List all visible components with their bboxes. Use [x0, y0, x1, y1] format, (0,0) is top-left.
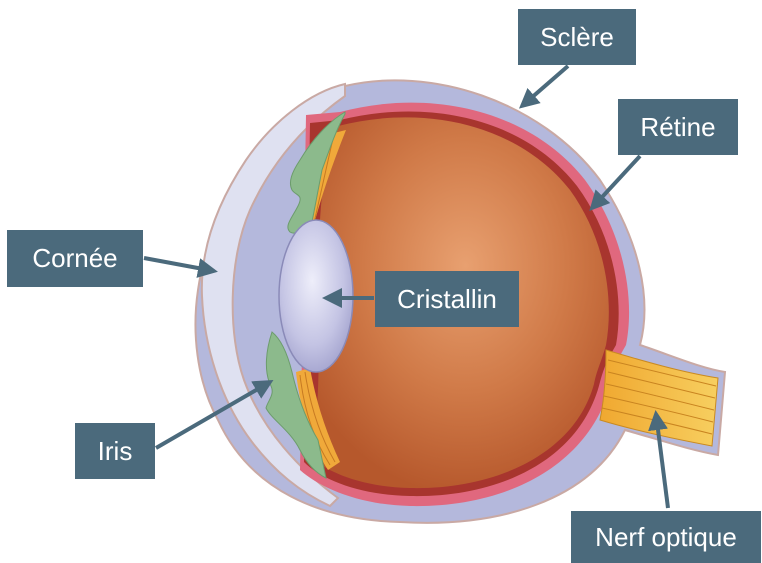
- label-nerf-optique: Nerf optique: [571, 511, 761, 563]
- label-retine: Rétine: [618, 99, 738, 155]
- label-cornee: Cornée: [7, 230, 143, 287]
- label-cristallin: Cristallin: [375, 271, 519, 327]
- label-sclere: Sclère: [518, 9, 636, 65]
- label-iris: Iris: [75, 423, 155, 479]
- arrow-sclere: [522, 66, 568, 106]
